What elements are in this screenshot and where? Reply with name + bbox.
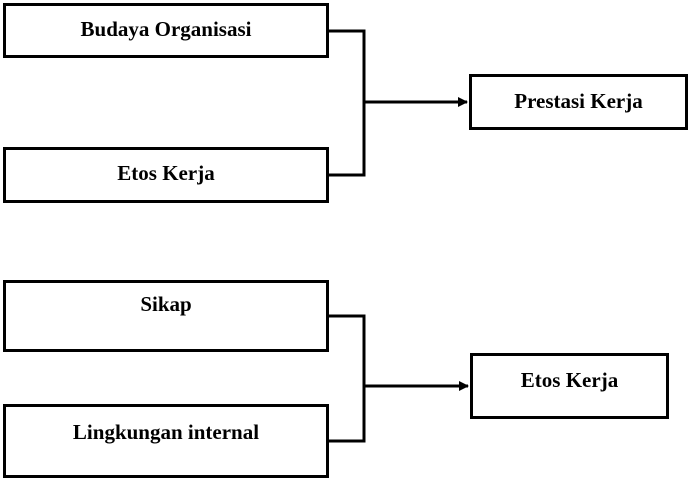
box-budaya-organisasi: Budaya Organisasi	[3, 3, 329, 58]
box-label: Etos Kerja	[520, 368, 619, 392]
box-etos-kerja-input: Etos Kerja	[3, 147, 329, 203]
bracket-group2	[329, 314, 366, 443]
box-sikap: Sikap	[3, 280, 329, 352]
box-label: Sikap	[140, 292, 192, 316]
box-label: Lingkungan internal	[72, 420, 260, 444]
box-label: Etos Kerja	[117, 161, 215, 185]
box-label: Prestasi Kerja	[514, 89, 643, 113]
box-lingkungan-internal: Lingkungan internal	[3, 404, 329, 478]
box-label: Budaya Organisasi	[80, 17, 252, 41]
box-prestasi-kerja: Prestasi Kerja	[469, 74, 688, 130]
box-etos-kerja-output: Etos Kerja	[470, 353, 669, 419]
bracket-group1	[329, 29, 366, 177]
